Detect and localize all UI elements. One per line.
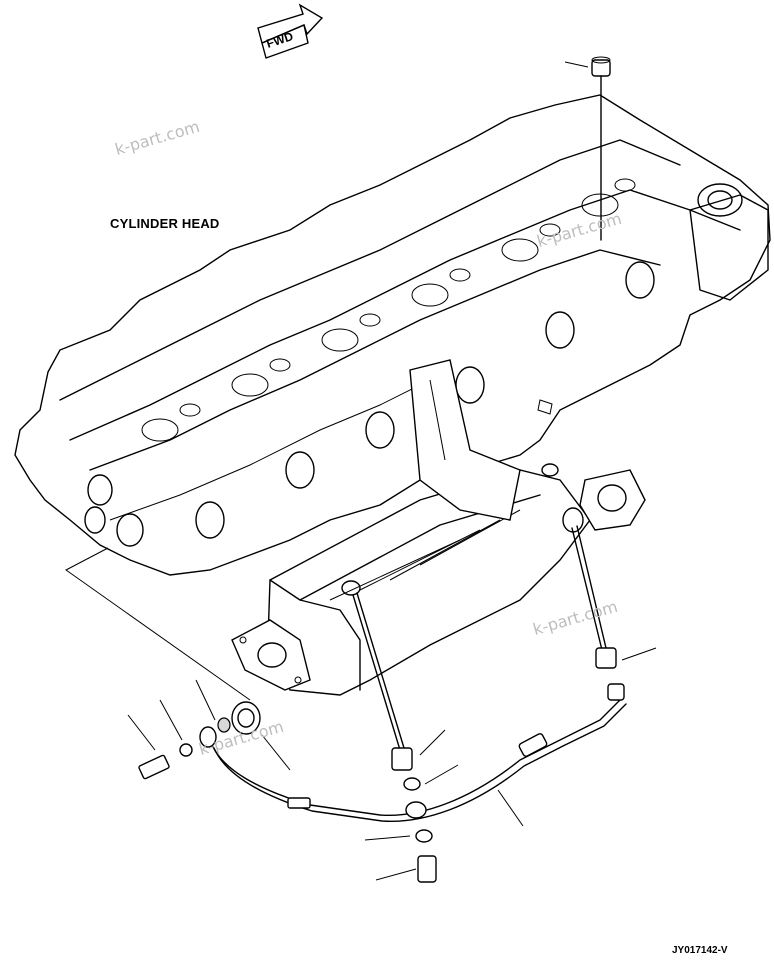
seal-parts	[127, 679, 291, 780]
drawing-code: JY017142-V	[672, 945, 728, 956]
egr-pipe	[209, 683, 627, 823]
cylinder-head	[14, 94, 771, 576]
egr-cooler	[231, 359, 646, 696]
cylinder-head-label: CYLINDER HEAD	[110, 216, 220, 231]
bolt-top	[564, 56, 611, 241]
fwd-arrow-icon: FWD	[257, 3, 324, 59]
banjo-fitting-right	[571, 525, 657, 669]
banjo-fitting-center	[352, 592, 524, 883]
cylinder-head-leader-line	[65, 547, 251, 701]
